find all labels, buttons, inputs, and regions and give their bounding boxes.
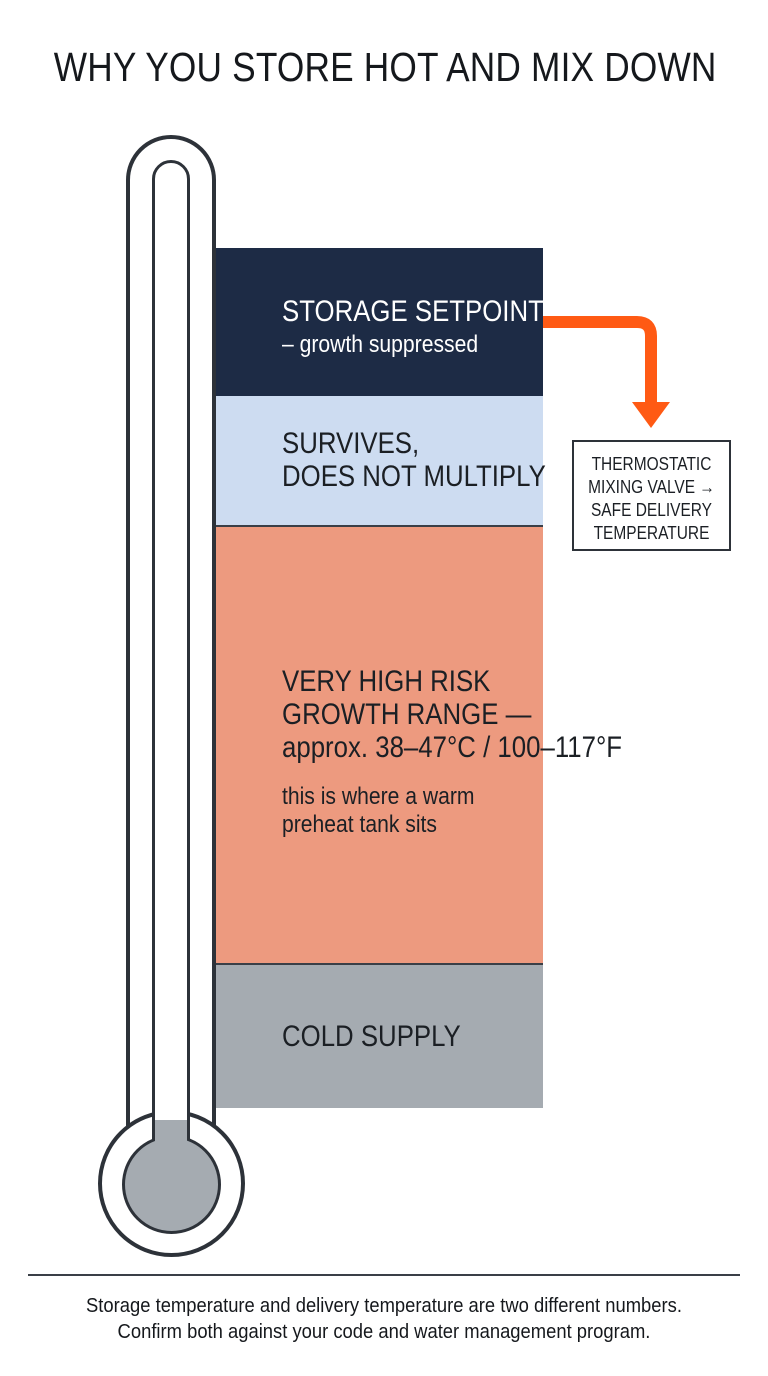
band-survives (158, 396, 543, 526)
survives-label-line: SURVIVES, (282, 427, 420, 460)
band-divider (158, 525, 543, 527)
diagram-title: WHY YOU STORE HOT AND MIX DOWN (53, 44, 717, 90)
high-risk-range: approx. 38–47°C / 100–117°F (282, 731, 623, 764)
mixing-valve-line: SAFE DELIVERY (590, 500, 713, 520)
footer-note-line: Confirm both against your code and water… (117, 1321, 651, 1343)
survives-label-line: DOES NOT MULTIPLY (282, 460, 546, 493)
preheat-tank-note-line: this is where a warm (282, 783, 475, 810)
footer-note-line: Storage temperature and delivery tempera… (86, 1295, 682, 1317)
band-divider (158, 963, 543, 965)
thermometer-tube-inner (152, 160, 190, 1170)
band-high-risk (158, 526, 543, 964)
mixing-valve-line: TEMPERATURE (593, 523, 710, 543)
high-risk-label-line: GROWTH RANGE — (282, 698, 532, 731)
mixing-valve-text: THERMOSTATIC MIXING VALVE → SAFE DELIVER… (585, 453, 718, 545)
arrow-head (632, 402, 670, 428)
mixing-valve-box: THERMOSTATIC MIXING VALVE → SAFE DELIVER… (572, 440, 731, 551)
footer-note: Storage temperature and delivery tempera… (31, 1293, 738, 1345)
high-risk-label: VERY HIGH RISK GROWTH RANGE — approx. 38… (282, 665, 622, 764)
cold-supply-label: COLD SUPPLY (282, 1020, 461, 1053)
storage-setpoint-label: STORAGE SETPOINT (282, 295, 544, 328)
arrow-to-mixing-valve-icon (543, 316, 670, 428)
footer-divider (28, 1274, 740, 1276)
band-storage-setpoint (158, 248, 543, 396)
preheat-tank-note-line: preheat tank sits (282, 811, 437, 838)
arrow-shaft (543, 316, 657, 404)
mixing-valve-line: THERMOSTATIC (591, 454, 712, 474)
band-cold-supply (158, 964, 543, 1108)
preheat-tank-note: this is where a warm preheat tank sits (282, 783, 474, 839)
thermometer-fluid-neck (155, 1120, 187, 1160)
storage-setpoint-sublabel: – growth suppressed (282, 331, 479, 358)
high-risk-label-line: VERY HIGH RISK (282, 665, 491, 698)
survives-label: SURVIVES, DOES NOT MULTIPLY (282, 427, 546, 493)
mixing-valve-line: MIXING VALVE → (588, 477, 715, 497)
